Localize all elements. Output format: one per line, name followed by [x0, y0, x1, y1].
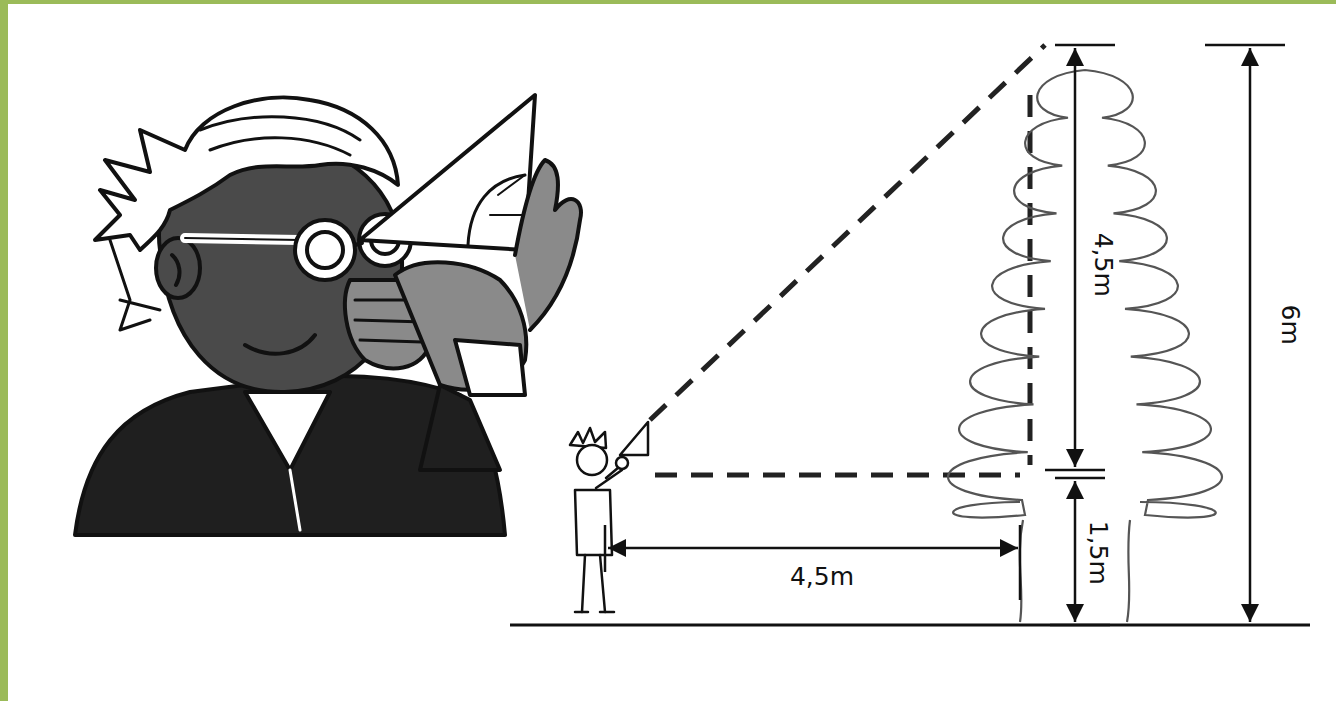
- frame-bar: [0, 0, 8, 701]
- drawing-stroke: [245, 335, 315, 354]
- ground-line: [510, 624, 1310, 627]
- drawing-stroke: [290, 470, 300, 530]
- drawing-stroke: [468, 175, 525, 245]
- drawing-stroke: [110, 240, 150, 330]
- drawing-stroke: [120, 300, 160, 310]
- drawing-stroke: [307, 232, 343, 268]
- dimension-lines: [605, 45, 1285, 625]
- dimension-label: 4,5m: [1089, 230, 1117, 300]
- drawing-stroke: [620, 422, 648, 455]
- drawing-stroke: [75, 376, 505, 535]
- drawing-stroke: [1074, 48, 1077, 467]
- dimension-label: 1,5m: [1084, 518, 1112, 588]
- drawing-stroke: [295, 220, 355, 280]
- drawing-stroke: [616, 457, 628, 469]
- frame-bar: [0, 0, 1336, 4]
- drawing-stroke: [1045, 45, 1285, 625]
- drawing-stroke: [172, 255, 179, 285]
- observer-figure: [570, 422, 648, 612]
- drawing-stroke: [605, 525, 1020, 600]
- drawing-stroke: [655, 473, 1020, 478]
- drawing-stroke: [1249, 48, 1252, 622]
- drawing-stroke: [95, 97, 398, 250]
- drawing-stroke: [245, 392, 330, 470]
- drawing-stroke: [575, 611, 614, 614]
- drawing-stroke: [210, 138, 350, 155]
- drawing-stroke: [515, 160, 581, 330]
- drawing-stroke: [582, 555, 605, 612]
- drawing-stroke: [185, 238, 300, 240]
- man-illustration: [75, 95, 581, 535]
- drawing-stroke: [420, 385, 500, 470]
- drawing-stroke: [455, 340, 525, 395]
- dimension-label: 4,5m: [787, 563, 857, 591]
- drawing-stroke: [608, 547, 1018, 550]
- drawing-stroke: [360, 95, 535, 250]
- drawing-stroke: [355, 243, 362, 245]
- drawing-stroke: [1074, 481, 1077, 622]
- drawing-stroke: [577, 445, 607, 475]
- drawing-stroke: [490, 175, 525, 215]
- drawing-stroke: [575, 490, 612, 555]
- drawing-stroke: [156, 238, 200, 298]
- drawing-stroke: [185, 238, 300, 240]
- dimension-label: 6m: [1276, 302, 1304, 348]
- drawing-stroke: [650, 45, 1045, 420]
- tree-outline: [948, 70, 1222, 622]
